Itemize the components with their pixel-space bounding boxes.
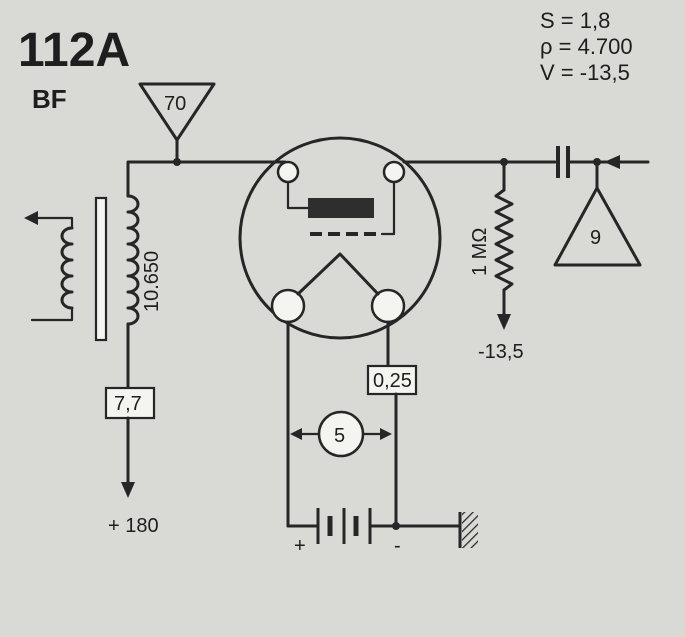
filament-voltage-meter: 5 [290, 410, 392, 458]
primary-coil [126, 194, 140, 326]
transformer-ratio: 10.650 [141, 251, 163, 312]
junction-dot [392, 522, 400, 530]
resistor-bias: -13,5 [478, 341, 524, 363]
plate-voltage: + 180 [108, 515, 159, 537]
ground-icon [458, 512, 478, 548]
grid-wire [126, 160, 287, 198]
transformer-core [94, 196, 108, 342]
grid-resistor: 1 MΩ -13,5 [469, 160, 524, 363]
arrow-left-icon [290, 428, 302, 440]
plate-current-box [104, 386, 156, 420]
secondary-lead-bottom [30, 306, 74, 322]
secondary-lead-top [32, 216, 74, 230]
param-bias: V = -13,5 [540, 60, 630, 85]
tube-model: 112A [18, 24, 130, 77]
filament-current-box [366, 364, 418, 396]
secondary-coil [60, 226, 74, 310]
output-value: 9 [590, 227, 601, 249]
input-triangle: 70 [138, 82, 216, 142]
tube-filament [296, 252, 380, 296]
tube-envelope [238, 136, 442, 340]
filament-current: 0,25 [373, 370, 412, 392]
transformer: 10.650 [24, 194, 163, 342]
arrow-left-icon [604, 155, 620, 169]
grid-lead [380, 180, 396, 236]
tube-pin-grid [276, 160, 300, 184]
tube-pin-plate [382, 160, 406, 184]
resistor-zigzag [494, 188, 514, 292]
arrow-right-icon [380, 428, 392, 440]
tube-type: BF [32, 84, 67, 114]
plate-lead [286, 180, 310, 210]
input-value: 70 [164, 93, 186, 115]
resistor-value: 1 MΩ [469, 228, 491, 276]
arrow-down-icon [121, 482, 135, 498]
output-triangle: 9 [553, 160, 642, 267]
param-slope: S = 1,8 [540, 8, 610, 33]
battery-plus: + [294, 535, 306, 557]
arrow-left-icon [24, 211, 38, 225]
tube-plate [308, 198, 374, 218]
tube [238, 136, 442, 340]
arrow-down-icon [497, 314, 511, 330]
battery-minus: - [394, 535, 401, 557]
filament-voltage: 5 [334, 425, 345, 447]
battery: + - [286, 508, 462, 557]
plate-current: 7,7 [114, 393, 142, 415]
param-resistance: ρ = 4.700 [540, 34, 633, 59]
